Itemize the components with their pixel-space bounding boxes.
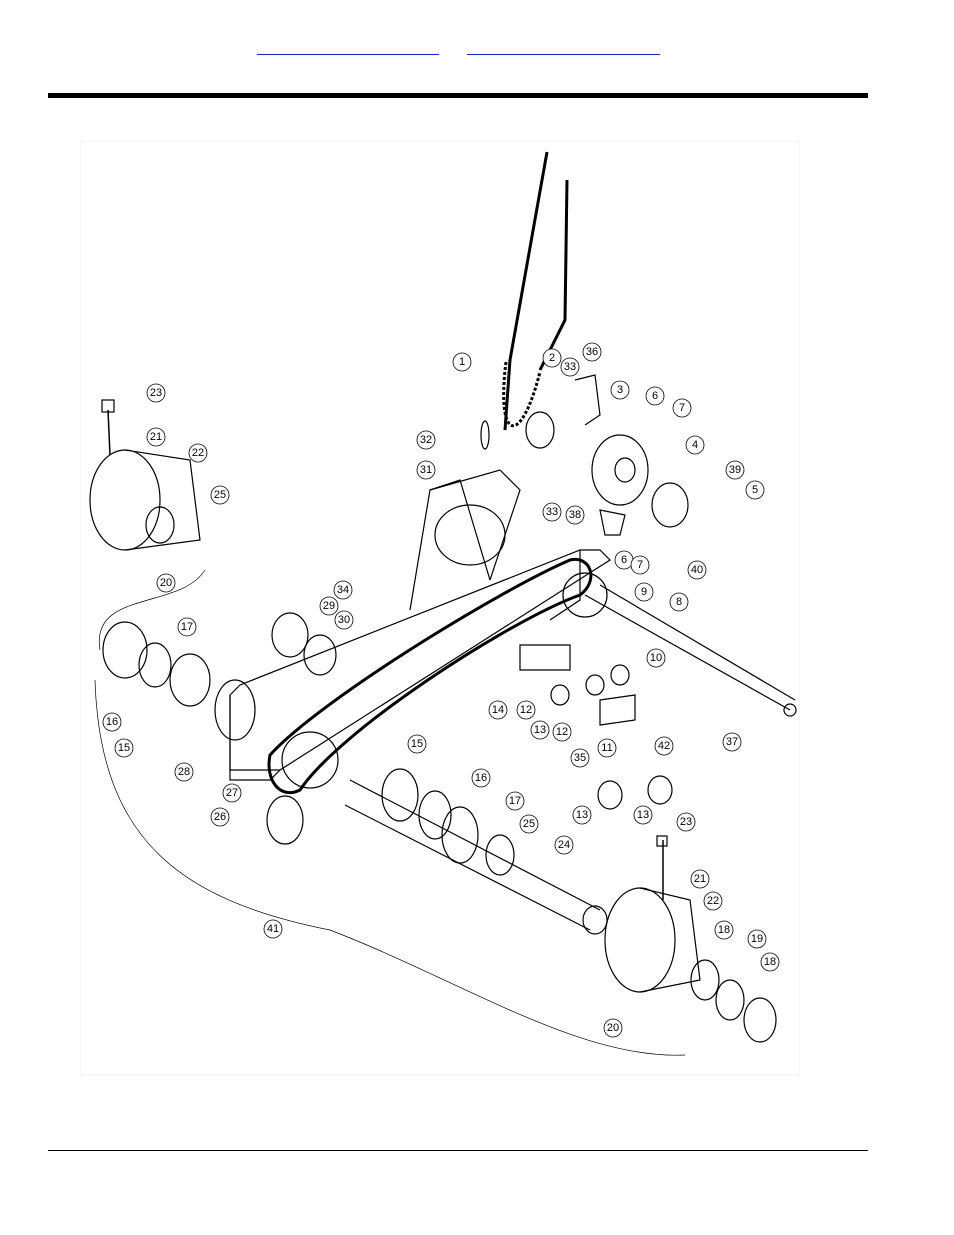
callout: 12 [556, 726, 568, 738]
header-rule [48, 93, 868, 98]
callout: 6 [621, 554, 627, 566]
callout: 40 [691, 564, 703, 576]
callout: 18 [718, 924, 730, 936]
callout: 41 [267, 923, 279, 935]
callout: 16 [106, 716, 118, 728]
callout: 31 [420, 464, 432, 476]
callout: 16 [475, 772, 487, 784]
callout: 6 [652, 390, 658, 402]
callout: 2 [549, 352, 555, 364]
callout: 29 [323, 600, 335, 612]
callout: 1 [459, 356, 465, 368]
callout: 4 [692, 439, 698, 451]
parts-diagram: 1 2 33 36 3 6 7 4 39 5 33 38 6 7 40 23 2… [80, 140, 800, 1076]
callout: 11 [601, 742, 612, 754]
callout: 23 [150, 387, 162, 399]
callout: 26 [214, 811, 226, 823]
callout: 19 [751, 933, 763, 945]
callout: 12 [520, 704, 532, 716]
callout: 14 [492, 704, 504, 716]
callout: 20 [607, 1022, 619, 1034]
header-link-right[interactable] [467, 38, 660, 55]
footer-rule [48, 1150, 868, 1151]
callout: 37 [726, 736, 738, 748]
callout: 15 [411, 738, 423, 750]
callout: 21 [694, 873, 706, 885]
callout: 13 [576, 809, 588, 821]
callout: 36 [586, 346, 598, 358]
callout: 20 [160, 577, 172, 589]
callout: 3 [617, 384, 623, 396]
callout: 5 [752, 484, 758, 496]
callout: 17 [181, 621, 193, 633]
callout: 25 [523, 818, 535, 830]
callout: 7 [637, 559, 643, 571]
callout: 42 [658, 740, 670, 752]
callout: 7 [679, 402, 685, 414]
callout: 9 [641, 586, 647, 598]
callout: 18 [764, 956, 776, 968]
callout: 13 [534, 724, 546, 736]
callout: 38 [569, 509, 581, 521]
callout: 32 [420, 434, 432, 446]
callout: 33 [546, 506, 558, 518]
callout: 33 [564, 361, 576, 373]
callout: 8 [676, 596, 682, 608]
callout: 25 [214, 489, 226, 501]
callout: 22 [707, 895, 719, 907]
callout: 17 [509, 795, 521, 807]
callout: 35 [574, 752, 586, 764]
callout: 24 [558, 839, 570, 851]
callout: 15 [118, 742, 130, 754]
callout: 23 [680, 816, 692, 828]
callout: 22 [192, 447, 204, 459]
callout: 28 [178, 766, 190, 778]
header-links [0, 38, 954, 58]
callout: 21 [150, 431, 162, 443]
callout: 13 [637, 809, 649, 821]
callout: 10 [650, 652, 662, 664]
callout: 39 [729, 464, 741, 476]
callout: 34 [337, 584, 349, 596]
header-link-left[interactable] [257, 38, 439, 55]
callout: 30 [338, 614, 350, 626]
callout: 27 [226, 787, 238, 799]
